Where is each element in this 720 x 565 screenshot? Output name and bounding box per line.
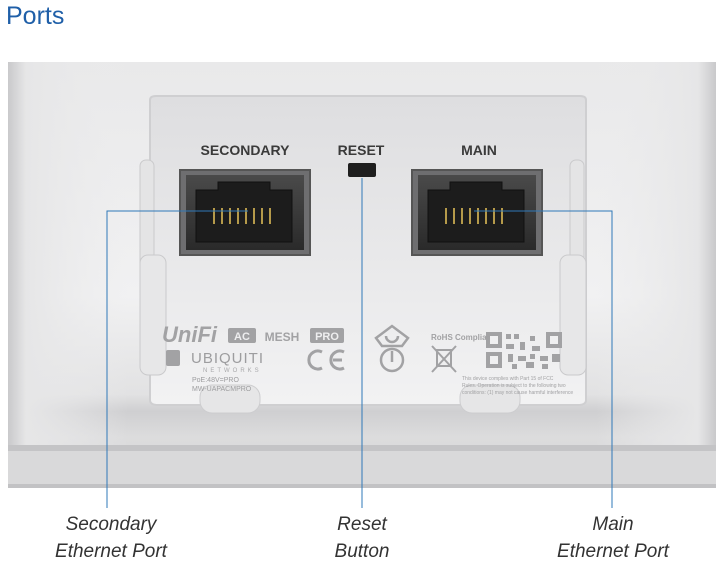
leader-lines [106, 178, 613, 508]
badge-pro: PRO [315, 331, 339, 343]
device-markings: UniFi AC MESH PRO UBIQUITI NETWORKS PoE:… [162, 322, 573, 396]
main-callout-line-1: Main [592, 514, 634, 535]
ubiquiti-sub: NETWORKS [203, 368, 262, 374]
model-line-2: MW-UAPACMPRO [192, 386, 252, 393]
certification-mark-icon [374, 324, 410, 348]
ce-mark-icon [307, 349, 345, 371]
secondary-leader-line [106, 210, 248, 508]
main-leader-line [474, 210, 613, 508]
qr-code-icon [486, 332, 562, 369]
main-port-callout: Main Ethernet Port [538, 511, 688, 565]
ubiquiti-logo: UBIQUITI [191, 350, 264, 367]
rohs-mark: RoHS Compliant [431, 333, 494, 342]
main-callout-line-2: Ethernet Port [557, 541, 669, 562]
secondary-ethernet-port[interactable] [179, 169, 311, 256]
secondary-callout-line-1: Secondary [65, 514, 157, 535]
reset-callout-line-1: Reset [337, 514, 387, 535]
weee-bin-icon [431, 345, 457, 373]
badge-ac: AC [234, 331, 250, 343]
main-port-label: MAIN [461, 142, 497, 158]
page-title: Ports [6, 2, 65, 30]
secondary-callout-line-2: Ethernet Port [55, 541, 167, 562]
unifi-logo: UniFi [162, 322, 218, 347]
badge-mesh: MESH [265, 330, 300, 344]
model-line-1: PoE:48V=PRO [192, 377, 239, 384]
fcc-note-1: This device complies with Part 15 of FCC [462, 376, 554, 382]
secondary-port-label: SECONDARY [201, 142, 291, 158]
fcc-note-2: Rules. Operation is subject to the follo… [462, 383, 566, 389]
reset-button[interactable] [348, 163, 376, 177]
reset-callout-line-2: Button [334, 541, 390, 562]
power-mark-icon [379, 347, 405, 373]
main-ethernet-port[interactable] [411, 169, 543, 256]
reset-label: RESET [338, 142, 385, 158]
secondary-port-callout: Secondary Ethernet Port [36, 511, 186, 565]
reset-button-callout: Reset Button [302, 511, 422, 565]
fcc-note-3: conditions: (1) may not cause harmful in… [462, 390, 573, 396]
